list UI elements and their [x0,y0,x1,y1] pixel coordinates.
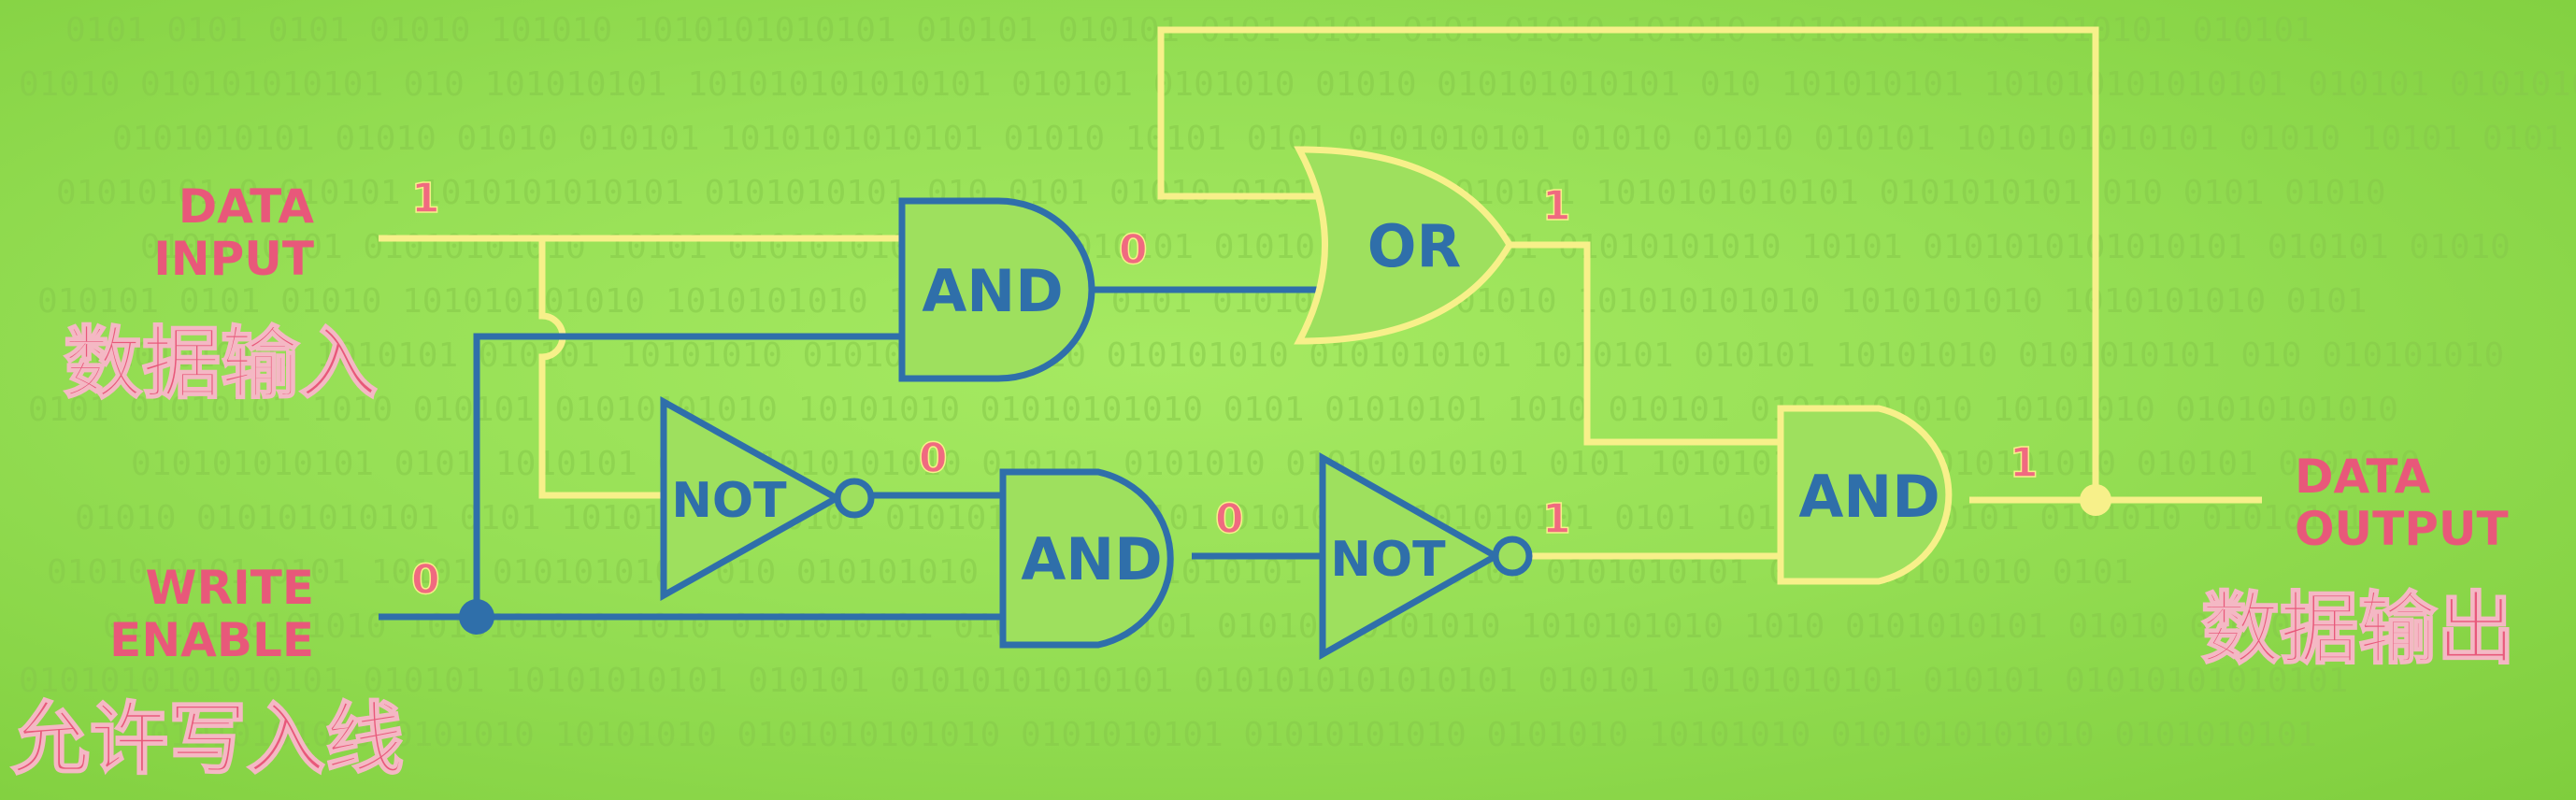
wire-or-to-and-out [1510,241,1781,446]
output-junction-dot [2080,484,2111,516]
data-output-en-line1: DATA [2295,450,2431,504]
and-gate-out-label: AND [1798,463,1939,531]
bit-and-out-out: 1 [2010,439,2039,487]
blue-wires [379,286,1339,635]
bit-not-right-out: 1 [1542,495,1571,543]
data-input-label: DATA INPUT 数据输入 [63,179,379,410]
binary-texture-row: 0101 01010101 1010 010101 01010101010 10… [28,391,2398,429]
and-gate-mid: AND [999,468,1174,649]
bit-values: 1 0 1 0 0 1 1 0 [410,174,2039,605]
write-enable-junction-dot [459,599,494,635]
not-gate-left: NOT [660,396,875,601]
data-output-en-line2: OUTPUT [2295,502,2509,556]
data-output-label: DATA OUTPUT 数据输出 [2200,450,2516,676]
write-enable-zh: 允许写入线 [11,693,404,785]
data-input-en-line2: INPUT [153,232,314,286]
bit-write-enable: 0 [411,556,440,604]
binary-texture-row: 01010 010101010101 0101 10101010 010101 … [75,499,2364,537]
and-gate-top: AND [898,197,1095,382]
yellow-wires [379,26,2262,560]
or-gate: OR [1294,146,1514,345]
wire-write-enable-to-and-top [473,333,902,617]
binary-background-texture: 0101 0101 0101 01010 101010 101010101010… [19,11,2576,754]
write-enable-en-line1: WRITE [145,561,314,615]
data-output-zh: 数据输出 [2201,583,2515,675]
bit-data-input: 1 [411,175,440,222]
bit-or-out: 1 [1542,182,1571,230]
binary-texture-row: 01010 010101010101 010 101010101 1010101… [19,65,2576,104]
not-gate-right: NOT [1319,451,1533,661]
write-enable-en-line2: ENABLE [109,613,314,667]
not-gate-right-label: NOT [1330,532,1446,588]
or-gate-label: OR [1367,212,1461,280]
and-gate-out: AND [1777,405,1953,585]
data-input-en-line1: DATA [179,179,315,234]
bit-and-top-out: 0 [1119,226,1148,274]
bit-and-mid-out: 0 [1215,495,1244,543]
and-gate-mid-label: AND [1021,525,1162,593]
binary-texture-row: 01010101010 0101010 10101010 01010101010… [150,716,2317,754]
binary-texture-row: 010101010101 0101 1010101 0101 101010101… [131,445,2420,483]
write-enable-label: WRITE ENABLE 允许写入线 [10,561,405,786]
binary-texture-row: 010101 0101010 1010101010 1010 010101010… [103,607,2311,646]
and-gate-top-label: AND [922,257,1063,325]
binary-texture-row: 0101010101010101 010101 10101010101 0101… [19,662,2349,700]
data-input-zh: 数据输入 [64,318,378,409]
bit-not-left-out: 0 [919,435,948,482]
wire-feedback-loop [1157,26,2099,500]
not-gate-left-label: NOT [671,473,787,529]
